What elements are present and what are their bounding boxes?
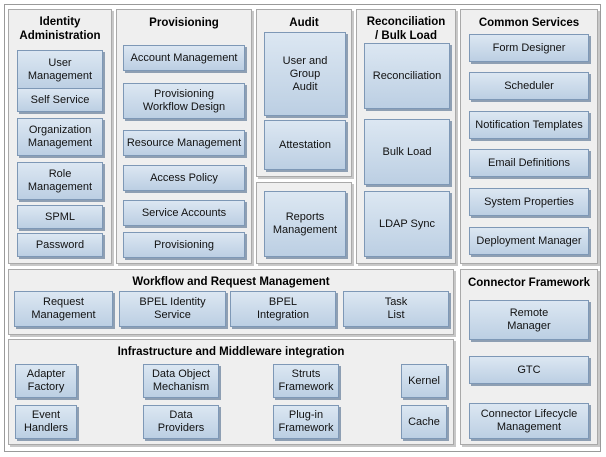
plug-in-framework-box: Plug-in Framework <box>273 405 339 439</box>
common-services-panel: Common Services Form Designer Scheduler … <box>460 9 598 264</box>
task-list-box: Task List <box>343 291 449 327</box>
service-accounts-box: Service Accounts <box>123 200 245 226</box>
identity-administration-panel: Identity Administration User Management … <box>8 9 112 264</box>
audit-panel: Audit User and Group Audit Attestation <box>256 9 352 177</box>
workflow-panel: Workflow and Request Management Request … <box>8 269 454 335</box>
event-handlers-box: Event Handlers <box>15 405 77 439</box>
attestation-box: Attestation <box>264 120 346 170</box>
remote-manager-box: Remote Manager <box>469 300 589 340</box>
reports-management-box: Reports Management <box>264 191 346 257</box>
struts-framework-box: Struts Framework <box>273 364 339 398</box>
provisioning-box: Provisioning <box>123 232 245 258</box>
user-management-box: User Management <box>17 50 103 90</box>
connector-framework-panel: Connector Framework Remote Manager GTC C… <box>460 269 598 445</box>
infrastructure-title: Infrastructure and Middleware integratio… <box>117 346 345 358</box>
organization-management-box: Organization Management <box>17 118 103 156</box>
workflow-title: Workflow and Request Management <box>132 276 330 288</box>
data-object-mechanism-box: Data Object Mechanism <box>143 364 219 398</box>
bulk-load-box: Bulk Load <box>364 119 450 185</box>
adapter-factory-box: Adapter Factory <box>15 364 77 398</box>
reconciliation-panel: Reconciliation / Bulk Load Reconciliatio… <box>356 9 456 264</box>
bpel-identity-service-box: BPEL Identity Service <box>119 291 226 327</box>
kernel-box: Kernel <box>401 364 447 398</box>
audit-title: Audit <box>289 17 319 29</box>
system-properties-box: System Properties <box>469 188 589 216</box>
spml-box: SPML <box>17 205 103 229</box>
reconciliation-box: Reconciliation <box>364 43 450 109</box>
request-management-box: Request Management <box>14 291 113 327</box>
email-definitions-box: Email Definitions <box>469 149 589 177</box>
infrastructure-panel: Infrastructure and Middleware integratio… <box>8 339 454 445</box>
connector-lifecycle-management-box: Connector Lifecycle Management <box>469 403 589 439</box>
audit-reports-panel: Reports Management <box>256 182 352 264</box>
user-and-group-audit-box: User and Group Audit <box>264 32 346 116</box>
provisioning-workflow-design-box: Provisioning Workflow Design <box>123 83 245 119</box>
reconciliation-title: Reconciliation / Bulk Load <box>366 16 446 42</box>
form-designer-box: Form Designer <box>469 34 589 62</box>
notification-templates-box: Notification Templates <box>469 111 589 139</box>
access-policy-box: Access Policy <box>123 165 245 191</box>
role-management-box: Role Management <box>17 162 103 200</box>
common-services-title: Common Services <box>478 17 580 29</box>
provisioning-title: Provisioning <box>149 17 219 29</box>
connector-framework-title: Connector Framework <box>467 277 591 289</box>
deployment-manager-box: Deployment Manager <box>469 227 589 255</box>
provisioning-panel: Provisioning Account Management Provisio… <box>116 9 252 264</box>
resource-management-box: Resource Management <box>123 130 245 156</box>
self-service-box: Self Service <box>17 88 103 112</box>
bpel-integration-box: BPEL Integration <box>230 291 336 327</box>
scheduler-box: Scheduler <box>469 72 589 100</box>
password-box: Password <box>17 233 103 257</box>
identity-administration-title: Identity Administration <box>19 16 101 42</box>
account-management-box: Account Management <box>123 45 245 71</box>
ldap-sync-box: LDAP Sync <box>364 191 450 257</box>
cache-box: Cache <box>401 405 447 439</box>
data-providers-box: Data Providers <box>143 405 219 439</box>
gtc-box: GTC <box>469 356 589 384</box>
